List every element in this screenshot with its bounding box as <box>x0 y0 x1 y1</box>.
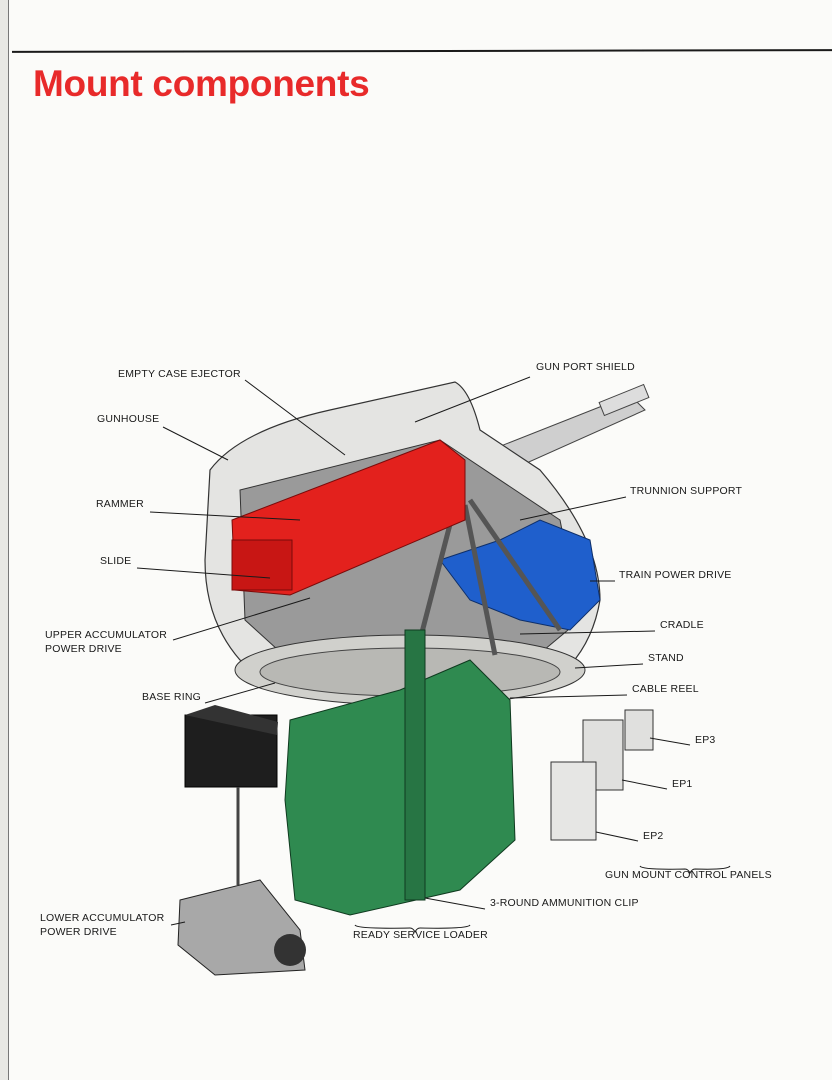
label-gunhouse: GUNHOUSE <box>97 413 160 425</box>
label-train-power-drive: TRAIN POWER DRIVE <box>619 569 732 581</box>
label-ammunition-clip: 3-ROUND AMMUNITION CLIP <box>490 897 639 909</box>
label-slide: SLIDE <box>100 555 132 567</box>
label-ep1: EP1 <box>672 778 693 790</box>
label-ep2: EP2 <box>643 830 664 842</box>
label-line-2: POWER DRIVE <box>40 926 117 938</box>
label-line-2: POWER DRIVE <box>45 643 122 655</box>
label-stand: STAND <box>648 652 684 664</box>
label-cradle: CRADLE <box>660 619 704 631</box>
label-upper-accumulator: UPPER ACCUMULATOR POWER DRIVE <box>45 628 167 656</box>
label-base-ring: BASE RING <box>142 691 201 703</box>
label-rammer: RAMMER <box>96 498 144 510</box>
label-line-1: UPPER ACCUMULATOR <box>45 629 168 641</box>
rammer-slide-part <box>231 439 466 596</box>
ready-service-loader-part <box>284 629 516 916</box>
page-binding-edge <box>0 0 9 1080</box>
control-panels-part <box>550 709 654 841</box>
label-gun-mount-control-panels: GUN MOUNT CONTROL PANELS <box>605 869 772 881</box>
label-ep3: EP3 <box>695 734 716 746</box>
label-ready-service-loader: READY SERVICE LOADER <box>353 929 488 941</box>
page-title: Mount components <box>33 63 370 104</box>
label-line-1: LOWER ACCUMULATOR <box>40 912 165 924</box>
label-empty-case-ejector: EMPTY CASE EJECTOR <box>118 368 241 380</box>
lower-accumulator-part <box>177 705 306 976</box>
label-trunnion-support: TRUNNION SUPPORT <box>630 485 743 497</box>
label-lower-accumulator: LOWER ACCUMULATOR POWER DRIVE <box>40 911 164 939</box>
label-cable-reel: CABLE REEL <box>632 683 699 695</box>
label-gun-port-shield: GUN PORT SHIELD <box>536 361 635 373</box>
leader-lines <box>136 376 731 934</box>
trunnion-support-part <box>417 498 563 656</box>
